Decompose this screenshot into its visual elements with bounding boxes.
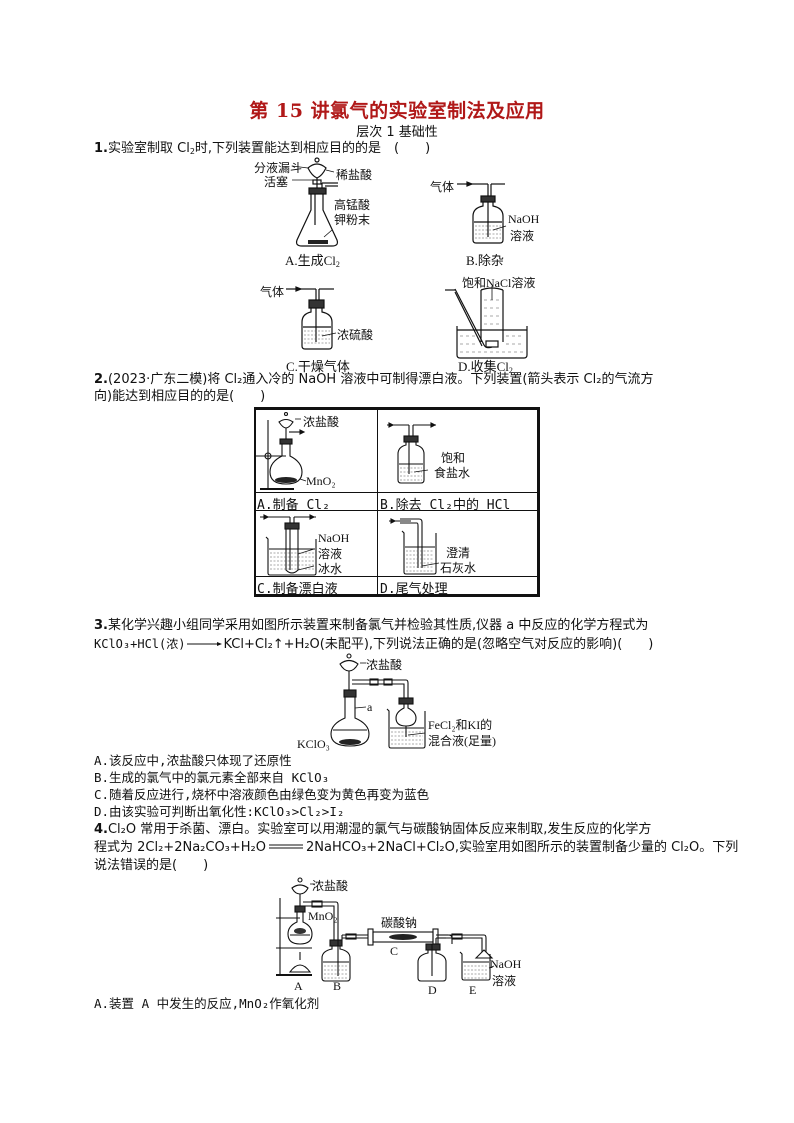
label-naoh: NaOH (318, 531, 350, 545)
label-sodium-carbonate: 碳酸钠 (381, 916, 418, 930)
cell-caption-c: C.制备漂白液 (257, 582, 338, 597)
label-solution: 溶液 (492, 974, 517, 988)
subscript: 2 (335, 260, 340, 269)
label-limewater: 石灰水 (440, 561, 477, 575)
equation-left: KClO₃+HCl(浓) (94, 637, 186, 651)
q3-option-c[interactable]: C.随着反应进行,烧杯中溶液颜色由绿色变为黄色再变为蓝色 (94, 787, 430, 802)
label-kclo3: KClO₃ (297, 737, 330, 751)
equation-right: KCl+Cl₂↑+H₂O(未配平),下列说法正确的是(忽略空气对反应的影响)( … (223, 637, 654, 652)
q3-option-b[interactable]: B.生成的氯气中的氯元素全部来自 KClO₃ (94, 770, 330, 785)
question-1-stem: 1.实验室制取 Cl2时,下列装置能达到相应目的的是 ( ) (94, 141, 430, 157)
label-saturated: 饱和 (441, 451, 466, 465)
label-conc-hcl: 浓盐酸 (303, 415, 340, 429)
q2-apparatus-drawings (256, 411, 440, 576)
reaction-arrow-icon (185, 638, 223, 648)
label-conc-hcl: 浓盐酸 (312, 879, 349, 893)
label-solid-2: 钾粉末 (334, 213, 371, 227)
stem-text: (2023·广东二模)将 Cl₂通入冷的 NaOH 溶液中可制得漂白液。下列装置… (107, 372, 654, 387)
label-apparatus-e: E (469, 983, 477, 997)
caption-b: B.除杂 (466, 253, 504, 268)
beaker-icon (389, 518, 440, 575)
test-tube-beaker-icon (260, 514, 317, 576)
stem-text: 时,下列装置能达到相应目的的是 ( ) (194, 141, 431, 156)
label-nacl-solution: 饱和NaCl溶液 (462, 276, 536, 290)
question-number: 1. (94, 141, 108, 156)
cell-caption-b: B.除去 Cl₂中的 HCl (380, 498, 511, 513)
label-acid: 稀盐酸 (336, 168, 373, 182)
subscript: 2 (508, 366, 513, 375)
subscript: 2 (189, 147, 195, 156)
divider (377, 410, 378, 594)
equals-sign-icon (266, 841, 306, 851)
label-naoh: NaOH (490, 957, 522, 971)
divider (256, 576, 537, 577)
question-number: 2. (94, 372, 108, 387)
label-apparatus-d: D (428, 983, 437, 997)
q3-option-a[interactable]: A.该反应中,浓盐酸只体现了还原性 (94, 753, 292, 768)
equation-left: 程式为 2Cl₂+2Na₂CO₃+H₂O (94, 840, 267, 855)
stem-text: Cl₂O 常用于杀菌、漂白。实验室可以用潮湿的氯气与碳酸钠固体反应来制取,发生反… (107, 822, 652, 837)
question-3-line-2: KClO₃+HCl(浓) KCl+Cl₂↑+H₂O(未配平),下列说法正确的是(忽… (94, 636, 653, 653)
cell-caption-a: A.制备 Cl₂ (257, 498, 330, 513)
round-flask-icon (256, 411, 307, 490)
question-4-line-1: 4.Cl₂O 常用于杀菌、漂白。实验室可以用潮湿的氯气与碳酸钠固体反应来制取,发… (94, 822, 651, 838)
label-sulfuric-acid: 浓硫酸 (337, 328, 374, 342)
label-apparatus-a: A (294, 979, 303, 993)
stem-text: 实验室制取 Cl (107, 141, 190, 156)
label-apparatus-b: B (333, 979, 342, 993)
wash-bottle-icon (387, 422, 437, 484)
label-solution: 溶液 (318, 547, 343, 561)
label-clear: 澄清 (446, 546, 471, 560)
question-2-line-2: 向)能达到相应目的的是( ) (94, 389, 266, 404)
label-stopcock: 活塞 (264, 175, 289, 189)
label-mno2: MnO₂ (306, 474, 336, 488)
divider (256, 510, 537, 511)
label-apparatus-c: C (390, 944, 399, 958)
equation-right: 2NaHCO₃+2NaCl+Cl₂O,实验室用如图所示的装置制备少量的 Cl₂O… (306, 840, 739, 855)
label-brine: 食盐水 (434, 466, 471, 480)
question-4-line-2: 程式为 2Cl₂+2Na₂CO₃+H₂O 2NaHCO₃+2NaCl+Cl₂O,实… (94, 840, 738, 856)
q4-option-a[interactable]: A.装置 A 中发生的反应,MnO₂作氧化剂 (94, 996, 320, 1011)
label-mixture-2: 混合液(足量) (428, 734, 496, 748)
label-a: a (367, 700, 373, 714)
label-funnel: 分液漏斗 (254, 161, 303, 175)
label-conc-hcl: 浓盐酸 (366, 658, 403, 672)
q2-options-table: 浓盐酸 MnO₂ A.制备 Cl₂ 饱和 食盐水 B.除去 Cl₂中的 HCl … (254, 407, 540, 597)
divider (256, 492, 537, 493)
question-2-line-1: 2.(2023·广东二模)将 Cl₂通入冷的 NaOH 溶液中可制得漂白液。下列… (94, 372, 653, 388)
page-subtitle: 层次 1 基础性 (356, 125, 438, 140)
caption-c: C.干燥气体 (286, 359, 350, 374)
cell-caption-d: D.尾气处理 (380, 582, 448, 597)
q3-option-d[interactable]: D.由该实验可判断出氧化性:KClO₃>Cl₂>I₂ (94, 804, 345, 819)
question-number: 4. (94, 822, 108, 837)
label-solution: 溶液 (510, 229, 535, 243)
label-gas: 气体 (260, 285, 285, 299)
label-naoh: NaOH (508, 212, 540, 226)
question-number: 3. (94, 618, 108, 633)
stem-text: 某化学兴趣小组同学采用如图所示装置来制备氯气并检验其性质,仪器 a 中反应的化学… (107, 618, 649, 633)
label-mixture-1: FeCl₂和KI的 (428, 718, 493, 732)
label-solid-1: 高锰酸 (334, 198, 371, 212)
caption-a: A.生成Cl2 (285, 250, 340, 269)
question-4-line-3: 说法错误的是( ) (94, 858, 209, 873)
caption-text: D.收集Cl (458, 359, 509, 374)
label-mno2: MnO₂ (308, 909, 338, 923)
caption-d: D.收集Cl2 (458, 356, 513, 375)
page-title: 第 15 讲氯气的实验室制法及应用 (249, 100, 545, 122)
caption-text: A.生成Cl (285, 253, 336, 268)
question-3-line-1: 3.某化学兴趣小组同学采用如图所示装置来制备氯气并检验其性质,仪器 a 中反应的… (94, 618, 648, 634)
label-gas: 气体 (430, 180, 455, 194)
label-ice-water: 冰水 (318, 562, 343, 576)
